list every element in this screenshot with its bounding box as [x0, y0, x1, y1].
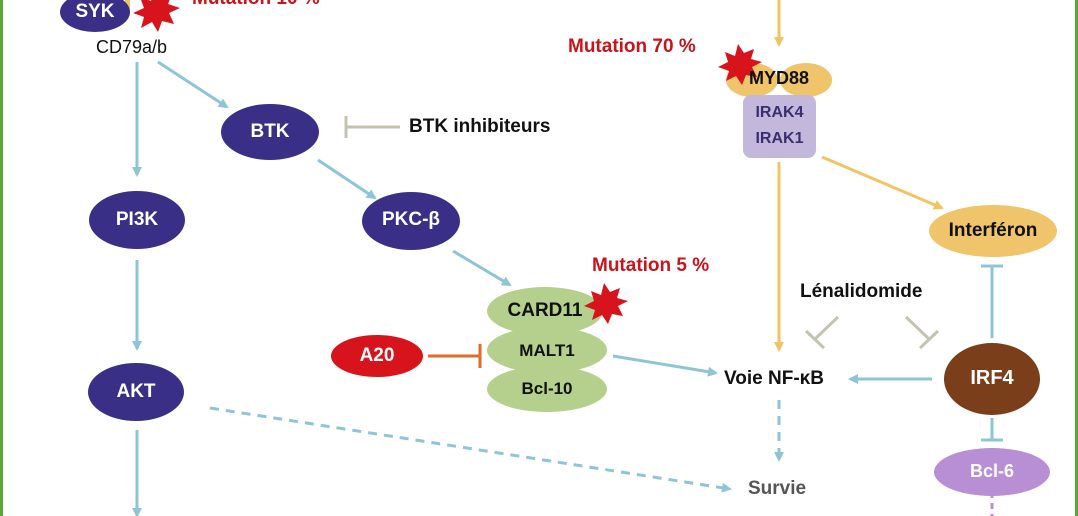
a20-node [331, 335, 423, 377]
a20-label: A20 [359, 345, 395, 366]
myd88-label: MYD88 [748, 68, 810, 88]
arrow-akt-to-survie [209, 406, 732, 493]
nfkb-label: Voie NF-κB [724, 368, 824, 389]
irf4-node [944, 343, 1040, 415]
cd79-label: CD79a/b [96, 37, 168, 57]
card11-label: CARD11 [507, 300, 583, 321]
syk-label: SYK [75, 1, 115, 22]
irak1-label: IRAK1 [755, 130, 804, 147]
inhibit-lenalidomide-left-bar [804, 329, 826, 350]
mutation-burst-icon [133, 0, 180, 32]
syk-node [60, 0, 130, 32]
irak4-label: IRAK4 [755, 104, 804, 121]
inhibit-lenalidomide-left [813, 315, 840, 341]
mutation-burst-icon [718, 44, 762, 85]
bcl6-label: Bcl-6 [969, 461, 1014, 481]
bcl10-node [487, 366, 607, 412]
pkcb-node [362, 192, 460, 250]
pkcb-label: PKC-β [381, 209, 441, 230]
akt-label: AKT [116, 381, 156, 402]
irak-box [743, 95, 816, 158]
survie-label: Survie [748, 478, 807, 499]
arrow-irak-to-interferon [821, 155, 944, 210]
arrow-pkcb-to-card11 [452, 249, 512, 287]
irf4-label: IRF4 [970, 367, 1014, 389]
malt1-node [487, 327, 607, 373]
btk-node [221, 104, 319, 160]
pi3k-label: PI3K [115, 209, 159, 230]
frame-right-border [1075, 0, 1078, 516]
card11-node [487, 287, 603, 335]
frame-left-border [0, 0, 3, 516]
mutation-card11-label: Mutation 5 % [592, 255, 710, 276]
interferon-node [929, 205, 1057, 257]
mutation-myd88-label: Mutation 70 % [568, 36, 696, 57]
mutation-burst-icon [584, 283, 628, 324]
arrow-cd79-to-btk [157, 60, 229, 109]
pi3k-node [89, 191, 185, 249]
mutation-syk-label: Mutation 10 % [192, 0, 320, 10]
interferon-label: Interféron [948, 220, 1038, 241]
arrow-malt1-to-nfkb [612, 354, 718, 377]
akt-node [88, 363, 184, 421]
malt1-label: MALT1 [519, 341, 575, 360]
bcl10-label: Bcl-10 [521, 379, 573, 398]
myd88-right-lobe [780, 63, 832, 97]
bcl6-node [934, 448, 1050, 496]
inhibit-lenalidomide-right [904, 315, 931, 341]
lenalidomide-label: Lénalidomide [800, 281, 923, 302]
arrow-btk-to-pkcb [317, 158, 377, 200]
btk-label: BTK [250, 121, 290, 142]
btk-inhibiteurs-label: BTK inhibiteurs [409, 116, 551, 137]
inhibit-lenalidomide-right-bar [918, 329, 940, 350]
